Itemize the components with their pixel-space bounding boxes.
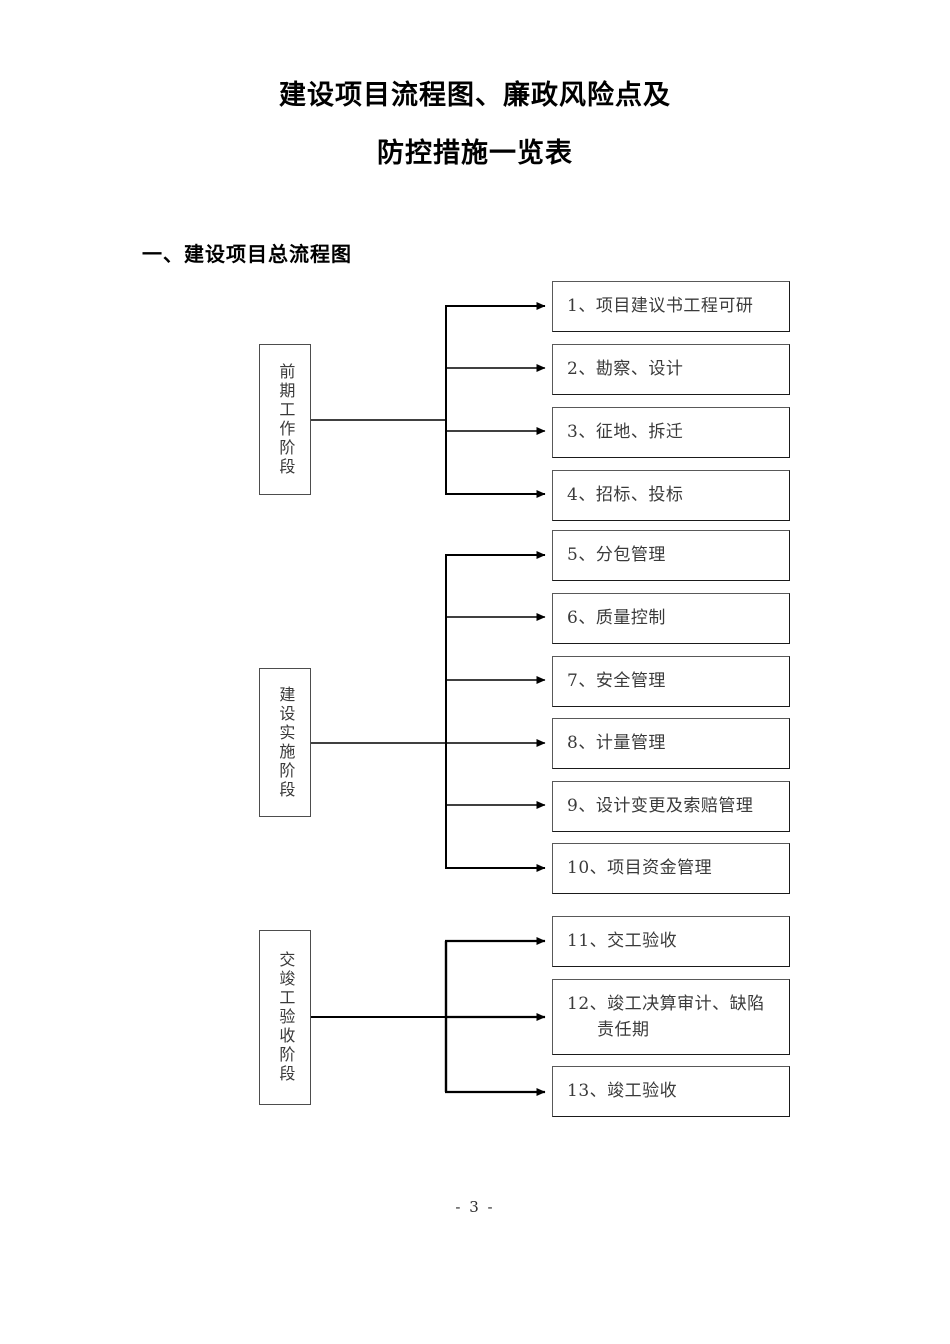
task-box-10[interactable]: 10、项目资金管理 bbox=[552, 843, 790, 894]
task-box-1-label: 1、项目建议书工程可研 bbox=[567, 296, 754, 317]
task-box-2-label: 2、勘察、设计 bbox=[567, 359, 684, 380]
task-box-13-label: 13、竣工验收 bbox=[567, 1081, 678, 1102]
task-box-11[interactable]: 11、交工验收 bbox=[552, 916, 790, 967]
task-box-8-label: 8、计量管理 bbox=[567, 733, 666, 754]
task-box-13[interactable]: 13、竣工验收 bbox=[552, 1066, 790, 1117]
task-box-7-label: 7、安全管理 bbox=[567, 671, 666, 692]
task-box-11-label: 11、交工验收 bbox=[567, 931, 678, 952]
task-box-12-line-2: 责任期 bbox=[597, 1020, 650, 1040]
task-box-9[interactable]: 9、设计变更及索赔管理 bbox=[552, 781, 790, 832]
connector-group-stage-2 bbox=[311, 551, 546, 872]
section-heading: 一、建设项目总流程图 bbox=[142, 242, 352, 266]
task-box-4-label: 4、招标、投标 bbox=[567, 485, 684, 506]
stage-box-3-label: 交竣工验收阶段 bbox=[276, 951, 296, 1084]
task-box-1[interactable]: 1、项目建议书工程可研 bbox=[552, 281, 790, 332]
task-box-6-label: 6、质量控制 bbox=[567, 608, 666, 629]
connector-group-stage-3 bbox=[311, 937, 546, 1096]
page-number: - 3 - bbox=[455, 1198, 495, 1216]
page-title-line-2: 防控措施一览表 bbox=[377, 138, 573, 169]
task-box-12-label: 12、竣工决算审计、缺陷 责任期 bbox=[553, 991, 773, 1044]
task-box-5-label: 5、分包管理 bbox=[567, 545, 666, 566]
task-box-5[interactable]: 5、分包管理 bbox=[552, 530, 790, 581]
stage-box-2-label: 建设实施阶段 bbox=[276, 685, 296, 800]
task-box-7[interactable]: 7、安全管理 bbox=[552, 656, 790, 707]
connector-group-stage-1 bbox=[311, 302, 546, 498]
task-box-4[interactable]: 4、招标、投标 bbox=[552, 470, 790, 521]
task-box-3-label: 3、征地、拆迁 bbox=[567, 422, 684, 443]
task-box-6[interactable]: 6、质量控制 bbox=[552, 593, 790, 644]
task-box-2[interactable]: 2、勘察、设计 bbox=[552, 344, 790, 395]
task-box-9-label: 9、设计变更及索赔管理 bbox=[567, 796, 754, 817]
task-box-10-label: 10、项目资金管理 bbox=[567, 858, 713, 879]
task-box-12[interactable]: 12、竣工决算审计、缺陷 责任期 bbox=[552, 979, 790, 1055]
stage-box-3[interactable]: 交竣工验收阶段 bbox=[259, 930, 311, 1105]
stage-box-1[interactable]: 前期工作阶段 bbox=[259, 344, 311, 495]
stage-box-2[interactable]: 建设实施阶段 bbox=[259, 668, 311, 817]
page-title-line-1: 建设项目流程图、廉政风险点及 bbox=[279, 80, 671, 111]
task-box-12-line-1: 12、竣工决算审计、缺陷 bbox=[567, 993, 765, 1014]
stage-box-1-label: 前期工作阶段 bbox=[276, 362, 296, 477]
task-box-8[interactable]: 8、计量管理 bbox=[552, 718, 790, 769]
task-box-3[interactable]: 3、征地、拆迁 bbox=[552, 407, 790, 458]
